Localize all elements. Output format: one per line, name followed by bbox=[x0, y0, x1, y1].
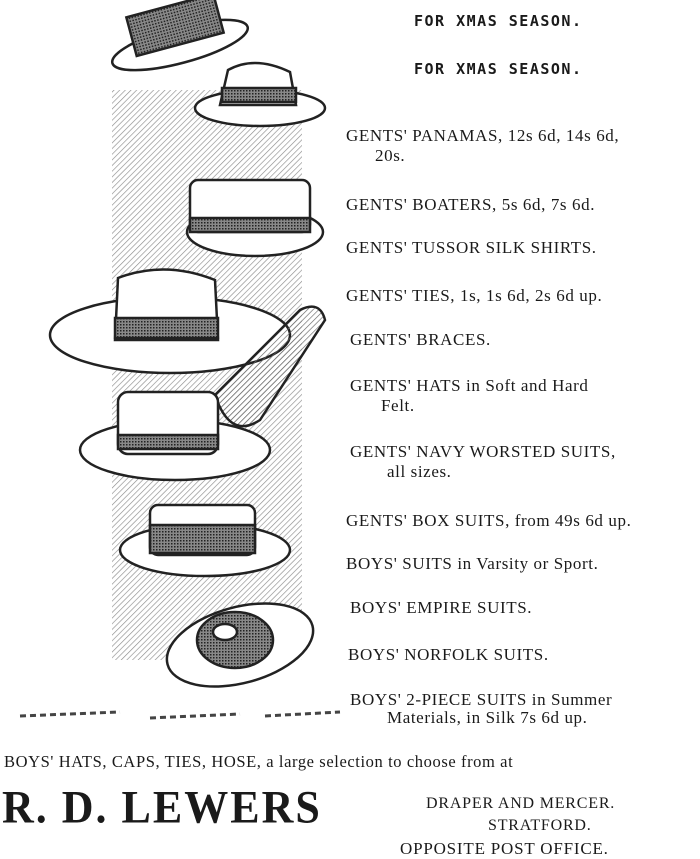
address-location: OPPOSITE POST OFFICE. bbox=[400, 839, 609, 858]
item-felt-hats-cont: Felt. bbox=[381, 396, 415, 415]
address-town: STRATFORD. bbox=[488, 817, 592, 834]
ties-icon bbox=[213, 305, 327, 428]
item-braces: GENTS' BRACES. bbox=[350, 330, 491, 349]
item-two-piece-suits: BOYS' 2-PIECE SUITS in Summer bbox=[350, 690, 613, 709]
print-noise bbox=[19, 710, 341, 720]
footer-line: BOYS' HATS, CAPS, TIES, HOSE, a large se… bbox=[4, 752, 514, 771]
heading-xmas-season-repeat: FOR XMAS SEASON. bbox=[414, 60, 583, 78]
item-boys-suits: BOYS' SUITS in Varsity or Sport. bbox=[346, 554, 599, 573]
panama-hat-icon bbox=[48, 268, 292, 375]
item-panamas: GENTS' PANAMAS, 12s 6d, 14s 6d, bbox=[346, 126, 620, 145]
item-two-piece-suits-cont: Materials, in Silk 7s 6d up. bbox=[387, 708, 588, 727]
address-trade: DRAPER AND MERCER. bbox=[426, 795, 616, 812]
business-name: R. D. LEWERS bbox=[2, 781, 322, 834]
straw-hat-icon bbox=[185, 178, 325, 258]
felt-hat-icon bbox=[78, 390, 272, 482]
item-boaters: GENTS' BOATERS, 5s 6d, 7s 6d. bbox=[346, 195, 596, 214]
hats-illustration bbox=[19, 0, 341, 720]
item-navy-suits-cont: all sizes. bbox=[387, 462, 452, 481]
trilby-hat-icon bbox=[193, 61, 327, 128]
boater-hat-icon bbox=[110, 0, 250, 72]
heading-xmas-season: FOR XMAS SEASON. bbox=[414, 12, 583, 30]
item-tussor-shirts: GENTS' TUSSOR SILK SHIRTS. bbox=[346, 238, 597, 257]
item-norfolk-suits: BOYS' NORFOLK SUITS. bbox=[348, 645, 549, 664]
item-ties: GENTS' TIES, 1s, 1s 6d, 2s 6d up. bbox=[346, 286, 603, 305]
boys-boater-icon bbox=[118, 503, 292, 578]
item-panamas-cont: 20s. bbox=[375, 146, 406, 165]
item-felt-hats: GENTS' HATS in Soft and Hard bbox=[350, 376, 589, 395]
cap-icon bbox=[165, 602, 315, 688]
item-empire-suits: BOYS' EMPIRE SUITS. bbox=[350, 598, 533, 617]
item-box-suits: GENTS' BOX SUITS, from 49s 6d up. bbox=[346, 511, 632, 530]
item-navy-suits: GENTS' NAVY WORSTED SUITS, bbox=[350, 442, 616, 461]
